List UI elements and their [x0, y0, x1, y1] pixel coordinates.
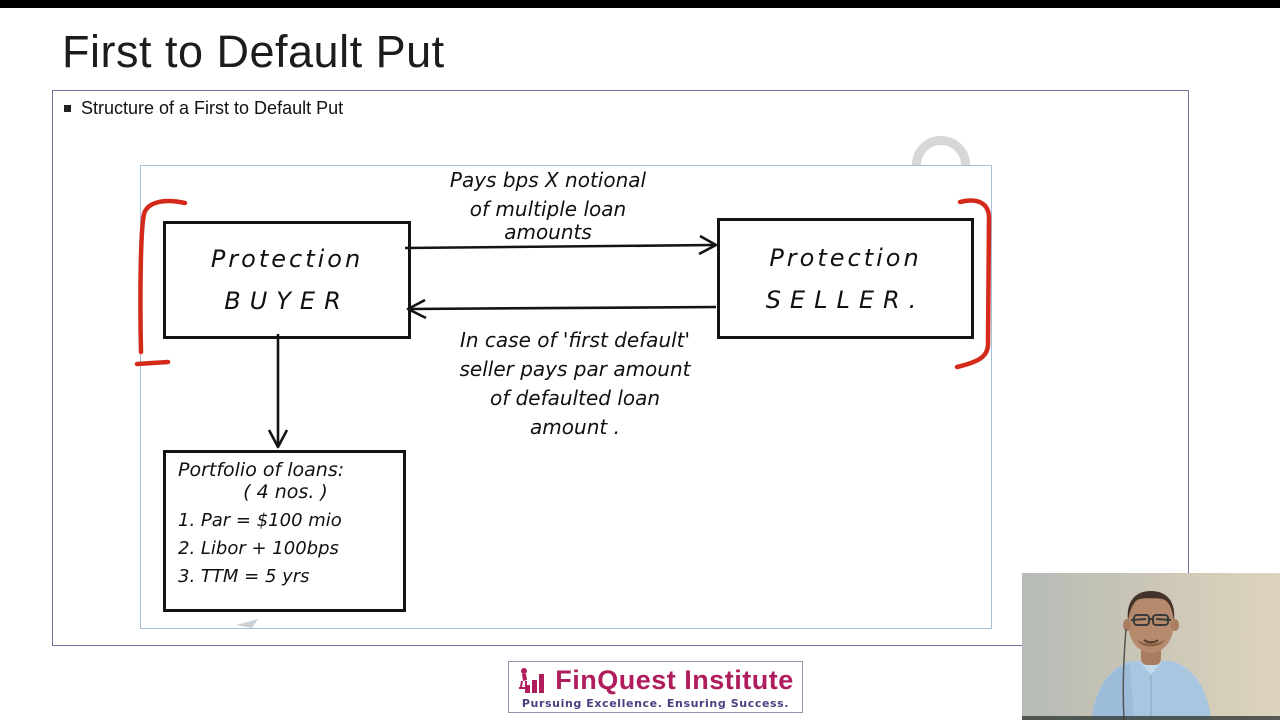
presenter-webcam-video	[1022, 573, 1280, 720]
default-leg-annotation: In case of 'first default' seller pays p…	[459, 328, 691, 439]
premium-leg-annotation: Pays bps X notional of multiple loan amo…	[449, 168, 647, 244]
portfolio-title: Portfolio of loans:	[178, 459, 345, 481]
bar-chart-climber-icon	[519, 668, 545, 693]
slide-title: First to Default Put	[62, 26, 445, 77]
buyer-label-line1: Protection	[210, 245, 364, 273]
logo-name: FinQuest Institute	[555, 664, 794, 695]
beard-shadow	[1137, 639, 1165, 647]
mouth	[1143, 639, 1159, 644]
protection-buyer-box: Protection BUYER	[163, 221, 411, 339]
hair	[1127, 591, 1175, 621]
portfolio-item-1: 1. Par = $100 mio	[178, 510, 342, 531]
buyer-label-line2: BUYER	[224, 287, 350, 315]
bullet-item: Structure of a First to Default Put	[64, 98, 343, 119]
ear-left	[1123, 619, 1131, 631]
portfolio-item-2: 2. Libor + 100bps	[178, 538, 339, 559]
finquest-logo-box: FinQuest Institute Pursuing Excellence. …	[508, 661, 803, 713]
portfolio-subtitle: ( 4 nos. )	[243, 481, 328, 503]
ear-right	[1171, 619, 1179, 631]
seller-label-line2: SELLER.	[765, 285, 926, 314]
portfolio-of-loans-box: Portfolio of loans: ( 4 nos. ) 1. Par = …	[163, 450, 406, 612]
presenter-figure	[1022, 591, 1280, 720]
portfolio-item-3: 3. TTM = 5 yrs	[178, 566, 310, 587]
face	[1128, 593, 1174, 653]
top-letterbox-bar	[0, 0, 1280, 8]
bullet-text: Structure of a First to Default Put	[81, 98, 344, 118]
earphone-wire	[1122, 628, 1127, 720]
protection-seller-box: Protection SELLER.	[717, 218, 974, 339]
seller-label-line1: Protection	[769, 243, 922, 272]
bullet-square-icon	[64, 105, 71, 112]
logo-tagline: Pursuing Excellence. Ensuring Success.	[521, 696, 790, 710]
desk-edge	[1022, 716, 1280, 720]
